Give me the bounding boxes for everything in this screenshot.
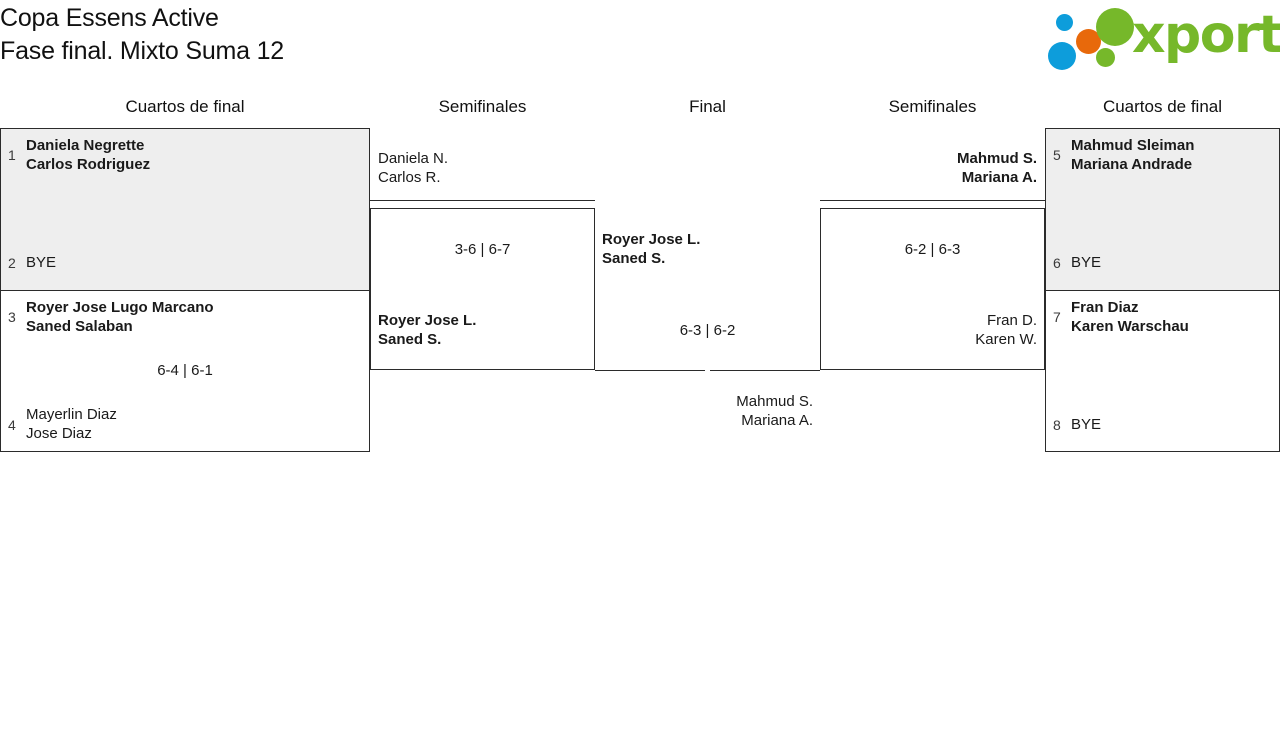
tournament-phase: Fase final. Mixto Suma 12 [0,37,285,65]
round-header-final: Final [689,97,726,116]
seed-number-8: 8 [1053,417,1061,433]
team-right-sf-top: Mahmud S. Mariana A. [956,150,1037,186]
team-left-qf1-top: Daniela Negrette Carlos Rodriguez [26,137,151,173]
score-final: 6-3 | 6-2 [679,322,736,339]
seed-number-1: 1 [8,147,16,163]
logo-dot-blue-large [1048,42,1076,70]
team-left-qf2-bottom: Mayerlin Diaz Jose Diaz [26,406,117,442]
match-box-left-qf2[interactable] [0,290,370,452]
seed-number-4: 4 [8,417,16,433]
match-box-right-qf2[interactable] [1045,290,1280,452]
connector-right-qf1-to-sf [820,200,1045,201]
team-right-qf2-top: Fran Diaz Karen Warschau [1071,299,1189,335]
team-left-sf-bottom: Royer Jose L. Saned S. [378,312,477,348]
round-header-right-semifinals: Semifinales [888,97,977,116]
score-left-semifinal: 3-6 | 6-7 [454,241,511,258]
team-right-sf-bottom: Fran D. Karen W. [975,312,1037,348]
match-box-right-semifinal[interactable] [820,208,1045,370]
round-header-left-quarterfinals: Cuartos de final [125,97,245,116]
connector-left-sf-to-final [595,370,705,371]
team-right-qf2-bottom: BYE [1071,416,1102,433]
seed-number-6: 6 [1053,255,1061,271]
logo-wordmark: xporty [1132,5,1280,65]
logo-dot-green-small [1096,48,1115,67]
xporty-logo[interactable]: xporty [1048,4,1280,70]
match-box-left-semifinal[interactable] [370,208,595,370]
team-right-qf1-bottom: BYE [1071,254,1102,271]
team-left-sf-top: Daniela N. Carlos R. [378,150,449,186]
tournament-name: Copa Essens Active [0,4,219,32]
team-left-qf1-bottom: BYE [26,254,57,271]
team-final-right: Mahmud S. Mariana A. [736,393,813,429]
score-right-semifinal: 6-2 | 6-3 [904,241,961,258]
match-box-left-qf1[interactable] [0,128,370,291]
connector-left-qf1-to-sf [370,200,595,201]
logo-dot-blue-small [1056,14,1073,31]
match-box-right-qf1[interactable] [1045,128,1280,291]
logo-dot-green-large [1096,8,1134,46]
seed-number-3: 3 [8,309,16,325]
score-left-qf2: 6-4 | 6-1 [157,362,213,379]
round-header-right-quarterfinals: Cuartos de final [1102,97,1223,116]
seed-number-2: 2 [8,255,16,271]
page-title: Copa Essens Active Fase final. Mixto Sum… [0,2,284,68]
connector-right-sf-to-final [710,370,820,371]
team-right-qf1-top: Mahmud Sleiman Mariana Andrade [1071,137,1195,173]
team-final-left: Royer Jose L. Saned S. [602,231,701,267]
seed-number-7: 7 [1053,309,1061,325]
round-header-left-semifinals: Semifinales [438,97,527,116]
page-header: Copa Essens Active Fase final. Mixto Sum… [0,0,1280,90]
seed-number-5: 5 [1053,147,1061,163]
team-left-qf2-top: Royer Jose Lugo Marcano Saned Salaban [26,299,214,335]
